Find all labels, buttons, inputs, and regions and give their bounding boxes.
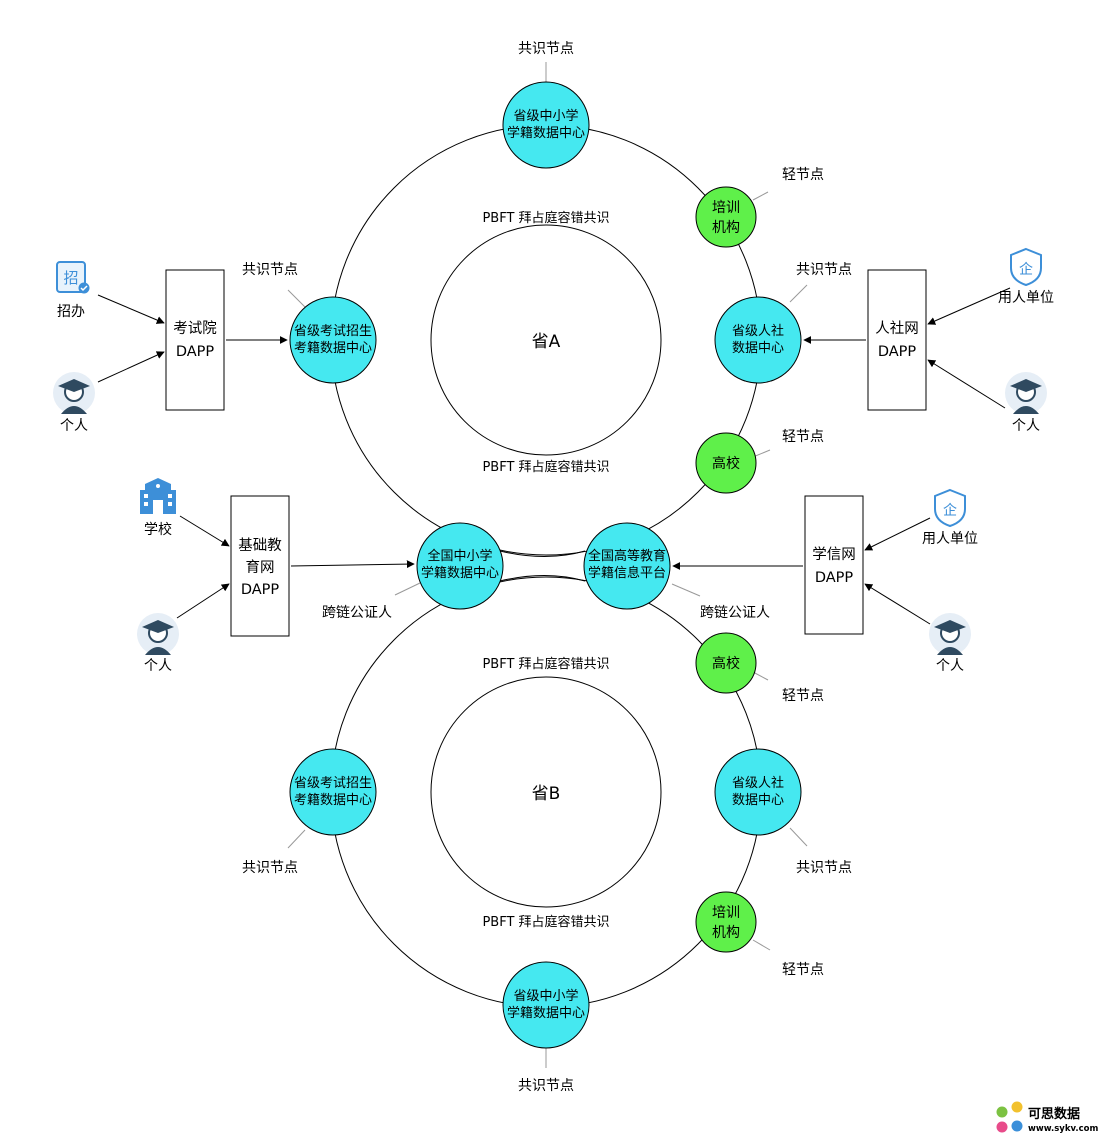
graduate-person-icon	[137, 613, 179, 655]
dapp-exam-institute[interactable]: 考试院 DAPP	[165, 269, 225, 411]
node-label-line2: 考籍数据中心	[294, 340, 372, 356]
tag-a-exam: 共识节点	[242, 262, 298, 278]
tag-b-training: 轻节点	[782, 962, 824, 978]
dapp-hr-network[interactable]: 人社网 DAPP	[867, 269, 927, 411]
node-label-line1: 省级人社	[732, 323, 784, 339]
node-label-line1: 全国高等教育	[588, 548, 666, 564]
flow-arrows	[97, 287, 1011, 625]
graduate-person-icon	[53, 372, 95, 414]
tag-b-college: 轻节点	[782, 688, 824, 704]
node-a-exam-datacenter[interactable]: 省级考试招生 考籍数据中心	[289, 296, 377, 384]
dapp-label-line1: 基础教	[238, 537, 282, 554]
tag-national-higher: 跨链公证人	[700, 605, 770, 621]
icon-glyph: 招	[63, 269, 78, 287]
dapp-label-line1: 考试院	[173, 320, 217, 337]
province-a-inner-circle	[430, 224, 662, 456]
actor-label-school: 学校	[144, 521, 172, 538]
node-label-line1: 培训	[712, 200, 740, 216]
node-label: 高校	[712, 655, 740, 672]
school-building-icon	[140, 478, 176, 514]
consensus-label-a-bottom: PBFT 拜占庭容错共识	[482, 459, 609, 475]
tag-a-edu: 共识节点	[518, 41, 574, 57]
icon-glyph: 企	[943, 502, 957, 519]
node-label-line2: 学籍信息平台	[588, 565, 666, 581]
icon-glyph: 企	[1019, 261, 1033, 278]
node-label-line2: 机构	[712, 220, 740, 236]
actor-label-zhaoban: 招办	[57, 304, 85, 320]
watermark-logo: 可思数据 www.sykv.com	[996, 1101, 1098, 1134]
dapp-label-line1: 人社网	[875, 320, 919, 337]
dapp-label-line2: DAPP	[176, 344, 215, 360]
dapp-xuexin[interactable]: 学信网 DAPP	[804, 495, 864, 635]
node-b-exam-datacenter[interactable]: 省级考试招生 考籍数据中心	[289, 748, 377, 836]
tag-a-training: 轻节点	[782, 167, 824, 183]
node-label-line1: 省级人社	[732, 775, 784, 791]
node-label-line2: 学籍数据中心	[507, 1005, 585, 1021]
dapp-label-line2: DAPP	[815, 570, 854, 586]
node-a-college[interactable]: 高校	[695, 432, 757, 494]
node-b-edu-datacenter[interactable]: 省级中小学 学籍数据中心	[502, 961, 590, 1049]
tag-a-college: 轻节点	[782, 429, 824, 445]
actor-label-person-hr: 个人	[1012, 418, 1040, 434]
node-label-line2: 考籍数据中心	[294, 792, 372, 808]
node-label-line1: 省级中小学	[513, 988, 578, 1004]
actor-label-person-exam: 个人	[60, 418, 88, 434]
node-a-training[interactable]: 培训 机构	[695, 186, 757, 248]
node-label-line2: 数据中心	[732, 793, 784, 808]
bridge-curve-top	[499, 550, 586, 557]
tag-leaders	[287, 62, 808, 1068]
recruitment-office-icon: 招	[56, 261, 90, 294]
node-national-k12-datacenter[interactable]: 全国中小学 学籍数据中心	[416, 522, 504, 610]
node-a-edu-datacenter[interactable]: 省级中小学 学籍数据中心	[502, 81, 590, 169]
tag-b-hrss: 共识节点	[796, 860, 852, 876]
node-label-line2: 数据中心	[732, 341, 784, 356]
node-a-hrss-datacenter[interactable]: 省级人社 数据中心	[714, 296, 802, 384]
province-b-label: 省B	[532, 784, 561, 804]
node-b-college[interactable]: 高校	[695, 632, 757, 694]
actor-label-employer-hr: 用人单位	[998, 290, 1054, 306]
tag-national-k12: 跨链公证人	[322, 605, 392, 621]
dapp-label-line2: 育网	[246, 559, 275, 576]
node-label-line1: 省级中小学	[513, 108, 578, 124]
tag-a-hrss: 共识节点	[796, 262, 852, 278]
consensus-label-a-top: PBFT 拜占庭容错共识	[482, 210, 609, 226]
node-label-line1: 全国中小学	[427, 548, 492, 564]
watermark-url: www.sykv.com	[1028, 1124, 1098, 1134]
province-a-label: 省A	[532, 332, 561, 352]
node-label-line1: 培训	[712, 905, 740, 921]
dapp-label-line3: DAPP	[241, 582, 280, 598]
tag-b-exam: 共识节点	[242, 860, 298, 876]
dapp-label-line2: DAPP	[878, 344, 917, 360]
node-label-line1: 省级考试招生	[294, 776, 372, 791]
province-b-inner-circle	[430, 676, 662, 908]
node-national-higher-edu-platform[interactable]: 全国高等教育 学籍信息平台	[583, 522, 671, 610]
enterprise-shield-icon: 企	[1010, 247, 1042, 287]
node-b-training[interactable]: 培训 机构	[695, 891, 757, 953]
graduate-person-icon	[1005, 372, 1047, 414]
node-label: 高校	[712, 455, 740, 472]
graduate-person-icon	[929, 613, 971, 655]
consensus-label-b-top: PBFT 拜占庭容错共识	[482, 656, 609, 672]
node-label-line2: 学籍数据中心	[421, 565, 499, 581]
dapp-basic-education[interactable]: 基础教 育网 DAPP	[230, 495, 290, 637]
dapp-label-line1: 学信网	[812, 546, 856, 563]
node-label-line1: 省级考试招生	[294, 324, 372, 339]
node-label-line2: 机构	[712, 925, 740, 941]
consensus-label-b-bottom: PBFT 拜占庭容错共识	[482, 914, 609, 930]
bridge-curve-bottom	[499, 575, 586, 582]
actor-label-person-basic: 个人	[144, 658, 172, 674]
actor-label-person-xuexin: 个人	[936, 658, 964, 674]
actor-label-employer-xuexin: 用人单位	[922, 531, 978, 547]
node-label-line2: 学籍数据中心	[507, 125, 585, 141]
enterprise-shield-icon: 企	[934, 488, 966, 528]
tag-b-edu: 共识节点	[518, 1078, 574, 1094]
watermark-title: 可思数据	[1028, 1106, 1080, 1122]
node-b-hrss-datacenter[interactable]: 省级人社 数据中心	[714, 748, 802, 836]
